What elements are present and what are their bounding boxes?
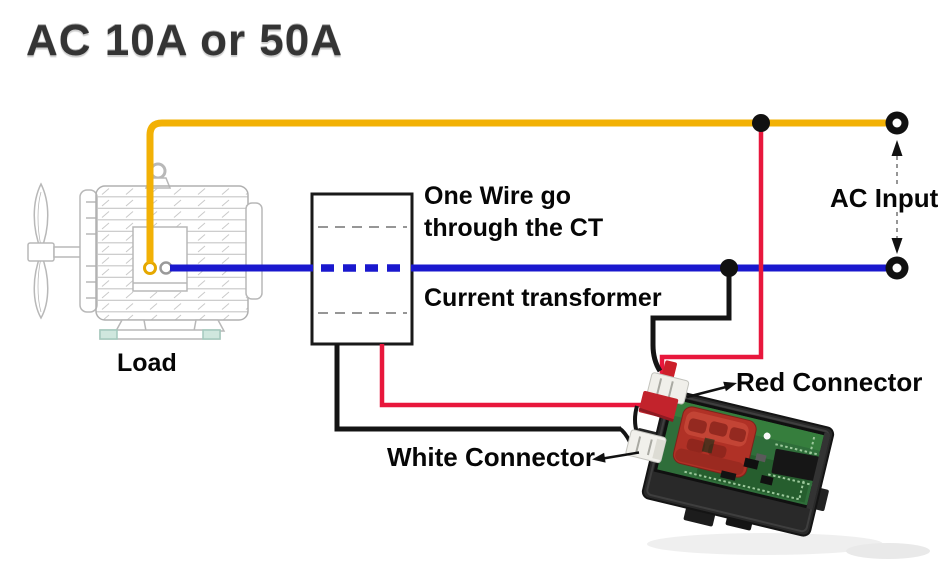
ac-input-terminals	[885, 111, 909, 280]
meter-shadow	[846, 543, 930, 559]
arrow-down-icon	[891, 238, 903, 254]
label-arrows	[592, 381, 737, 463]
ct-note-line1: One Wire go	[424, 182, 572, 210]
foot-pad	[99, 329, 118, 340]
red-connector-arrow	[686, 385, 727, 399]
foot-pad	[202, 329, 221, 340]
ct-note-label: One Wire go through the CT	[424, 180, 603, 244]
ct-red-wire	[379, 344, 641, 408]
ac-input-arrows	[891, 140, 903, 254]
red-connector-label: Red Connector	[736, 367, 923, 397]
junction-dot-live	[752, 114, 770, 132]
white-connector-pigtail-left	[617, 426, 632, 443]
live-terminal	[143, 261, 157, 275]
panel-meter-photo	[632, 389, 835, 537]
neutral-terminal	[159, 261, 173, 275]
ic-chip	[771, 448, 819, 481]
red-connector-graphic	[638, 360, 690, 423]
ct-black-wire	[334, 344, 621, 432]
white-connector-label: White Connector	[387, 442, 595, 472]
meter-shadow	[647, 533, 883, 555]
terminal-box	[132, 226, 188, 292]
wires	[146, 119, 886, 443]
white-connector-graphic	[625, 429, 667, 464]
motor-load-graphic	[27, 162, 263, 340]
white-connector-pigtail-top	[633, 405, 639, 434]
meter-red-power-wire	[659, 128, 764, 377]
current-transformer-label: Current transformer	[424, 284, 662, 312]
meter-black-power-wire	[650, 274, 732, 373]
arrow-up-icon	[891, 140, 903, 156]
white-connector-arrowhead-icon	[592, 452, 606, 463]
fan-icon	[27, 182, 55, 320]
live-wire-yellow	[146, 119, 886, 263]
red-connector-arrowhead-icon	[723, 381, 737, 392]
white-connector-arrow	[602, 451, 640, 460]
load-label: Load	[117, 349, 177, 377]
ac-input-label: AC Input	[830, 183, 939, 213]
led-dot	[763, 432, 771, 440]
ct-note-line2: through the CT	[424, 214, 604, 242]
junction-dot-neutral	[720, 259, 738, 277]
page-title: AC 10A or 50A	[26, 16, 344, 65]
